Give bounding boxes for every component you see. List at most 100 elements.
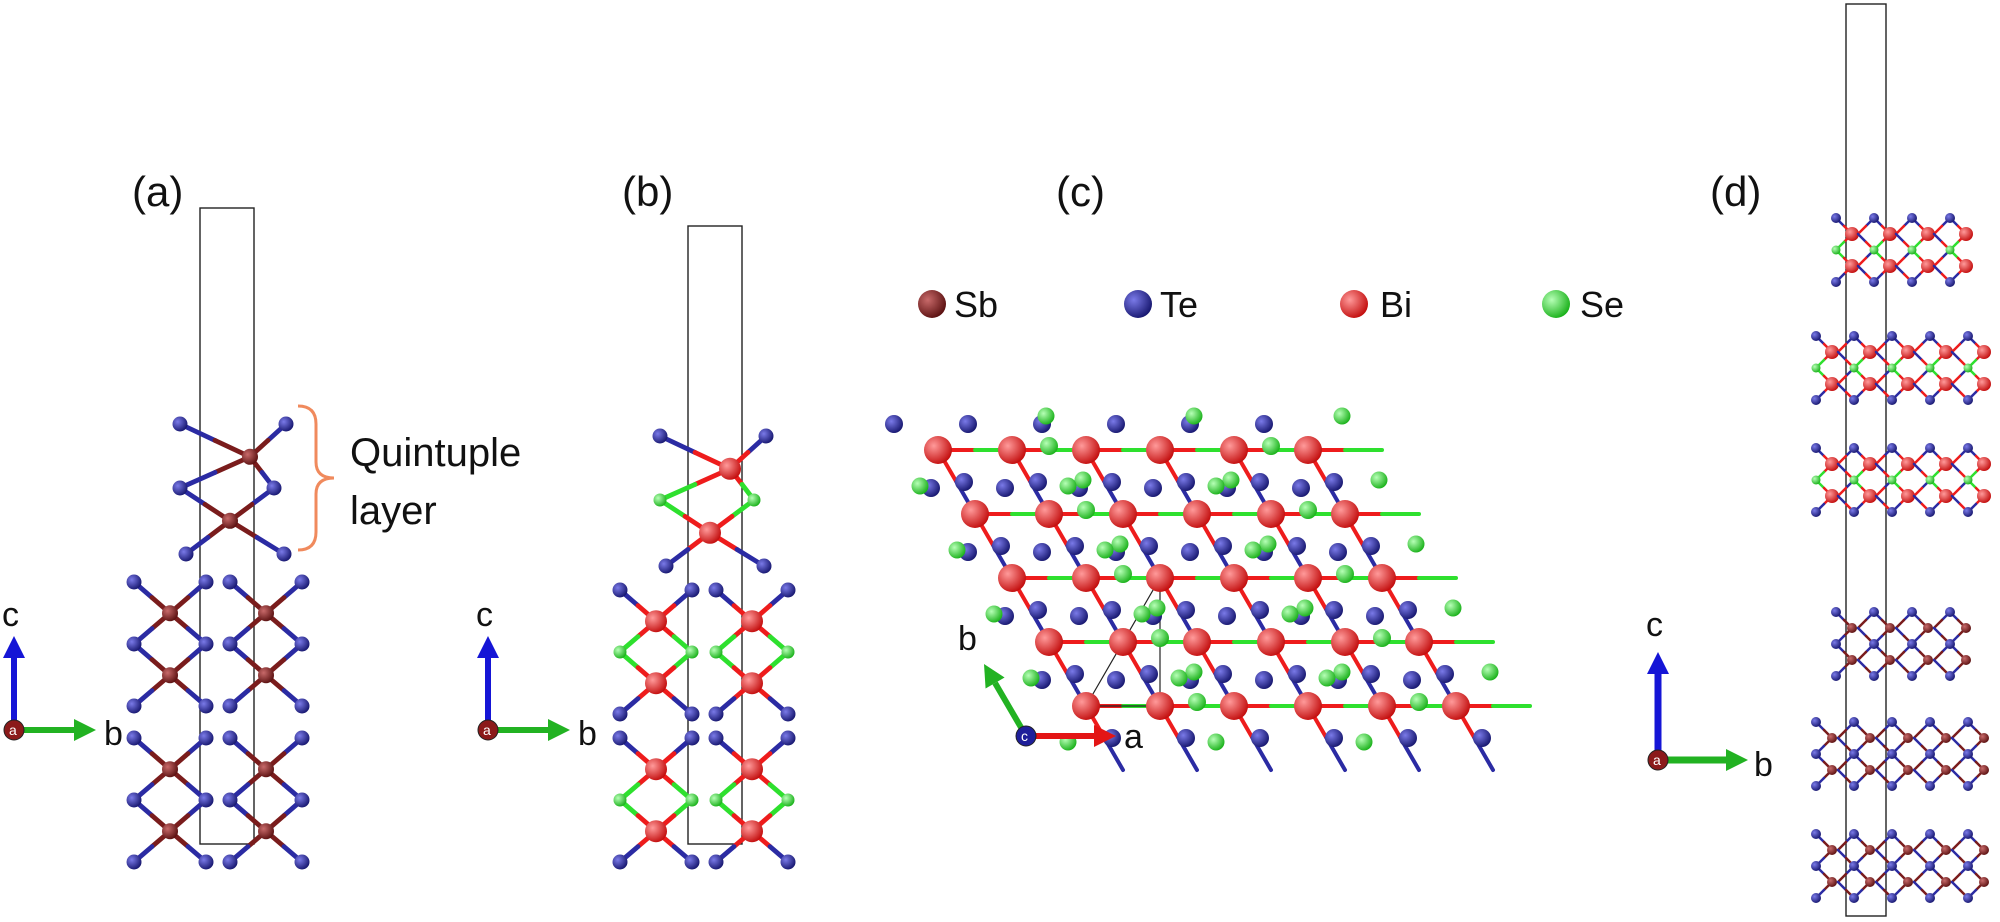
legend-item-te: Te <box>1124 284 1198 325</box>
bond <box>1950 728 1962 740</box>
atom-se <box>1410 693 1428 711</box>
atom-bi <box>1845 227 1859 241</box>
atom-se <box>1059 477 1077 495</box>
unit-cell-d <box>1845 3 1887 917</box>
atom-te <box>1811 749 1821 759</box>
atom-te <box>1887 717 1897 727</box>
atom-sb <box>222 512 238 529</box>
structure-panel-c <box>885 407 1532 772</box>
atom-bi <box>1109 628 1137 656</box>
atom-te <box>1362 665 1380 683</box>
arrow-b-head <box>74 719 96 741</box>
legend-item-se: Se <box>1542 284 1624 325</box>
atom-se <box>1811 475 1821 485</box>
atom-te <box>198 698 214 714</box>
atom-se <box>1222 471 1240 489</box>
atom-te <box>1251 601 1269 619</box>
bond <box>1912 494 1924 506</box>
atom-te <box>1831 607 1841 617</box>
atom-bi <box>1220 692 1248 720</box>
atom-bi <box>741 672 763 695</box>
atom-se <box>613 793 627 807</box>
atom-te <box>1811 829 1821 839</box>
atom-te <box>1849 443 1859 453</box>
bond <box>1912 350 1924 362</box>
atom-te <box>612 730 628 746</box>
atom-te <box>1849 717 1859 727</box>
atom-te <box>1811 717 1821 727</box>
atom-te <box>612 706 628 722</box>
panel-label-a: (a) <box>132 168 183 215</box>
atom-te <box>1066 537 1084 555</box>
atom-bi <box>1939 345 1953 359</box>
atom-sb <box>1941 845 1951 855</box>
atom-se <box>1207 733 1225 751</box>
bond <box>1894 256 1906 268</box>
axis-origin <box>1015 725 1037 747</box>
unit-cell-a <box>199 207 255 845</box>
atom-sb <box>258 605 274 622</box>
structure-panel-d <box>1811 213 1991 903</box>
legend-swatch-te <box>1124 290 1152 318</box>
axis-origin <box>3 719 25 741</box>
bond <box>1950 736 1962 748</box>
atom-se <box>685 645 699 659</box>
atom-te <box>222 698 238 714</box>
atom-te <box>126 636 142 652</box>
bond <box>1950 462 1962 474</box>
atom-se <box>1831 245 1841 255</box>
bond <box>1950 848 1962 860</box>
atom-bi <box>1331 500 1359 528</box>
atom-se <box>1370 471 1388 489</box>
atom-bi <box>1863 377 1877 391</box>
atom-se <box>911 477 929 495</box>
atom-te <box>1925 443 1935 453</box>
atom-te <box>1066 665 1084 683</box>
axis-indicator-a: a <box>3 636 96 741</box>
bond <box>1932 658 1944 670</box>
atom-te <box>1177 729 1195 747</box>
atom-te <box>222 792 238 808</box>
atom-sb <box>1865 733 1875 743</box>
axis-label-b-a: b <box>104 715 123 753</box>
atom-se <box>1945 245 1955 255</box>
axis-origin-label: a <box>9 722 17 738</box>
atom-sb <box>1979 765 1989 775</box>
atom-bi <box>1368 564 1396 592</box>
atom-te <box>1925 749 1935 759</box>
atom-te <box>1325 473 1343 491</box>
atom-te <box>1436 665 1454 683</box>
atom-te <box>294 730 310 746</box>
atom-bi <box>1959 227 1973 241</box>
atom-se <box>1188 693 1206 711</box>
atom-te <box>1907 607 1917 617</box>
bond <box>1874 768 1886 780</box>
atom-te <box>1831 671 1841 681</box>
atom-se <box>1887 363 1897 373</box>
panel-label-b: (b) <box>622 168 673 215</box>
bond <box>1874 486 1886 498</box>
atom-te <box>126 574 142 590</box>
atom-sb <box>258 667 274 684</box>
atom-sb <box>162 823 178 840</box>
atom-te <box>198 792 214 808</box>
atom-te <box>1362 537 1380 555</box>
atom-te <box>684 854 700 870</box>
quintuple-bracket <box>297 404 335 552</box>
atom-sb <box>1941 765 1951 775</box>
atom-bi <box>1220 564 1248 592</box>
atom-te <box>294 698 310 714</box>
legend-item-bi: Bi <box>1340 284 1412 325</box>
atom-bi <box>1825 489 1839 503</box>
atom-te <box>756 558 772 574</box>
atom-te <box>1255 671 1273 689</box>
atom-te <box>172 416 188 432</box>
atom-te <box>1907 639 1917 649</box>
bond <box>1836 848 1848 860</box>
atom-te <box>1963 861 1973 871</box>
bond <box>1894 264 1906 276</box>
atom-se <box>613 645 627 659</box>
atom-te <box>1849 507 1859 517</box>
bond <box>1950 382 1962 394</box>
